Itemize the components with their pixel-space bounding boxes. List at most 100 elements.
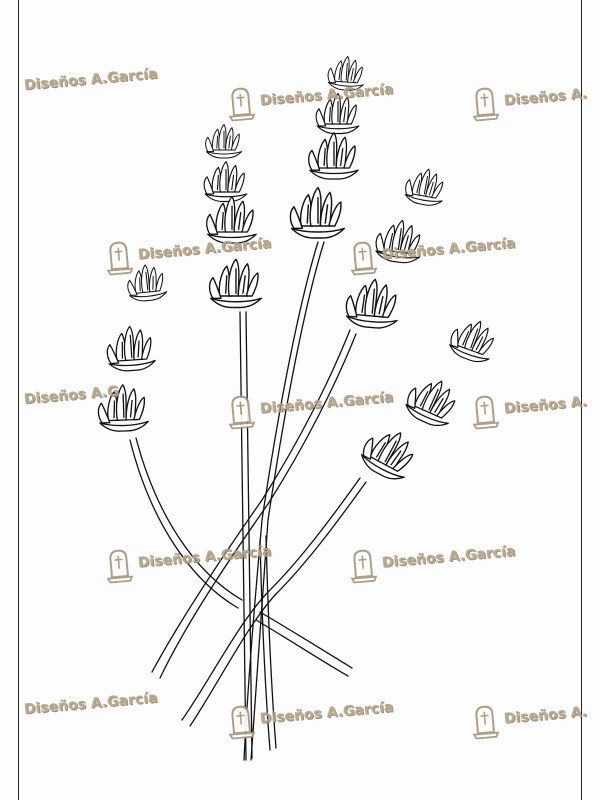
petal <box>233 172 245 193</box>
lavender-floret <box>345 278 398 329</box>
petal <box>123 325 135 362</box>
petal <box>327 67 336 84</box>
petal <box>450 328 459 349</box>
calyx <box>449 344 490 363</box>
petal <box>97 402 111 424</box>
petal <box>315 108 327 127</box>
stem-line <box>245 311 253 759</box>
petal-detail <box>361 288 384 315</box>
lavender-floret <box>97 384 149 432</box>
stem-line <box>151 329 351 673</box>
watermark: Diseños A. <box>468 76 588 122</box>
lavender-floret <box>127 264 168 302</box>
stem-line <box>259 611 353 669</box>
calyx <box>207 233 257 244</box>
petal <box>203 176 215 195</box>
petal-detail <box>113 393 133 419</box>
tombstone-cross-icon <box>102 237 135 276</box>
petal <box>345 104 357 125</box>
calyx <box>309 169 359 180</box>
petal <box>208 276 222 299</box>
lavender-floret <box>405 380 456 427</box>
petal-detail <box>338 62 354 81</box>
petal <box>230 133 240 151</box>
watermark-text: Diseños A.García <box>381 543 516 572</box>
stem-line <box>250 241 325 761</box>
tombstone-cross-icon <box>468 701 501 740</box>
page-border-left <box>18 0 19 800</box>
watermark-text: Diseños A.García <box>259 389 394 418</box>
calyx <box>210 297 262 309</box>
petal <box>245 272 259 297</box>
petal-detail <box>306 197 329 224</box>
lavender-floret <box>205 123 243 159</box>
stem-line <box>135 437 243 601</box>
tombstone-cross-icon <box>224 391 257 430</box>
stem-line <box>255 619 349 677</box>
petal <box>326 132 338 169</box>
stem-line <box>265 535 277 749</box>
petal-detail <box>121 334 140 359</box>
lavender-floret <box>327 55 364 91</box>
calyx <box>129 291 168 302</box>
watermark: Diseños A.García <box>224 689 394 740</box>
petal <box>345 294 358 318</box>
lavender-floret <box>449 320 495 363</box>
lavender-floret <box>206 196 257 244</box>
petal-detail <box>419 388 444 413</box>
calyx <box>290 227 346 239</box>
tombstone-cross-icon <box>346 545 379 584</box>
petal <box>328 201 342 227</box>
watermark-text: Diseños A.García <box>137 543 272 572</box>
petal <box>406 234 421 255</box>
petal <box>381 294 397 319</box>
lavender-floret <box>404 168 444 206</box>
lavender-floret <box>289 186 346 239</box>
petal <box>375 232 386 253</box>
petal <box>289 206 304 230</box>
calyx <box>316 125 360 135</box>
petal <box>308 149 321 171</box>
lavender-floret <box>208 258 262 309</box>
petal <box>140 337 152 360</box>
petal <box>362 437 374 460</box>
petal-detail <box>323 141 344 166</box>
watermark: Diseños A.García <box>346 533 516 584</box>
stem-line <box>129 439 239 609</box>
watermark-text: Diseños A. <box>503 393 588 418</box>
watermark-text: Diseños A.García <box>137 235 272 264</box>
petal <box>477 337 495 356</box>
petal-detail <box>462 328 484 351</box>
petal-detail <box>328 101 347 123</box>
calyx <box>108 359 156 372</box>
calyx <box>404 193 443 206</box>
tombstone-cross-icon <box>224 83 257 122</box>
calyx <box>99 420 149 432</box>
stem-line <box>243 241 319 761</box>
petal <box>241 209 254 233</box>
tombstone-cross-icon <box>102 545 135 584</box>
petal <box>309 186 322 227</box>
petal-detail <box>224 268 246 294</box>
petal <box>106 344 120 365</box>
watermark-text: Diseños A.García <box>381 235 516 264</box>
calyx <box>360 453 405 480</box>
watermark-text: Diseños A.García <box>259 81 394 110</box>
calyx <box>204 193 248 203</box>
tombstone-cross-icon <box>224 701 257 740</box>
lavender-floret <box>203 161 248 203</box>
petal <box>352 66 363 84</box>
petal <box>127 279 138 296</box>
petal <box>219 161 229 193</box>
petal <box>155 272 164 292</box>
petal <box>405 179 414 197</box>
stem-line <box>239 311 247 761</box>
lavender-floret <box>315 93 360 135</box>
petal <box>133 396 146 421</box>
petal <box>436 400 456 419</box>
petal-detail <box>139 271 154 292</box>
watermark: Diseños A. <box>468 694 588 740</box>
petal <box>407 387 417 409</box>
watermark: Diseños A.García <box>102 225 272 276</box>
